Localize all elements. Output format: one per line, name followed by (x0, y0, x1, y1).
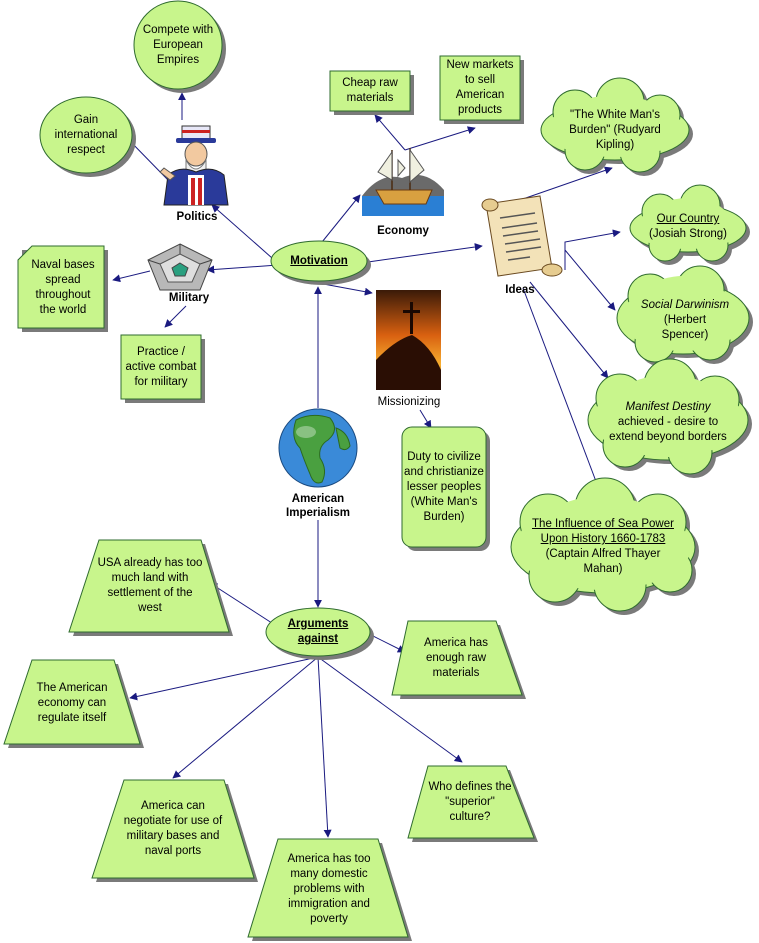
node-economy-regulate[interactable]: The American economy can regulate itself (36, 681, 108, 724)
node-new-markets-shape (439, 55, 524, 124)
label-politics: Politics (176, 211, 218, 223)
hub-motivation[interactable]: Motivation (290, 254, 348, 267)
hub-arguments[interactable]: Arguments against (287, 618, 349, 645)
node-gain-shape (39, 96, 136, 177)
node-naval-bases-shape (17, 245, 108, 332)
node-gain[interactable]: Gain international respect (54, 113, 118, 156)
node-manifest-destiny-shape (587, 358, 752, 478)
node-economy-regulate-shape (3, 659, 144, 748)
uncle-sam-icon (159, 125, 229, 206)
manifest-destiny-desc: achieved - desire to extend beyond borde… (609, 415, 727, 443)
our-country-author: (Josiah Strong) (649, 228, 727, 240)
sailing-ship-icon (362, 148, 444, 216)
node-negotiate-shape (91, 779, 258, 882)
node-manifest-destiny[interactable]: Manifest Destiny achieved - desire to ex… (600, 396, 736, 448)
node-superior-shape (407, 765, 538, 842)
connectors (112, 92, 621, 838)
node-compete[interactable]: Compete with European Empires (142, 23, 214, 66)
node-too-much-land-shape (68, 539, 233, 636)
our-country-title: Our Country (656, 213, 720, 225)
sea-power-title: The Influence of Sea Power Upon History … (532, 518, 674, 545)
node-sea-power[interactable]: The Influence of Sea Power Upon History … (520, 512, 686, 582)
node-cheap-raw-shape (329, 70, 414, 115)
label-american-imperialism: American Imperialism (286, 493, 350, 519)
hub-arguments-shape (265, 607, 374, 660)
social-darwinism-title: Social Darwinism (640, 298, 730, 311)
node-our-country-shape (629, 184, 750, 265)
node-superior[interactable]: Who defines the "superior" culture? (428, 780, 512, 823)
manifest-destiny-title: Manifest Destiny (625, 400, 711, 413)
node-our-country[interactable]: Our Country (Josiah Strong) (640, 208, 736, 246)
cross-sunset-icon (376, 290, 441, 390)
label-missionizing: Missionizing (377, 396, 441, 408)
node-duty-shape (401, 426, 490, 551)
label-ideas: Ideas (505, 284, 535, 296)
node-domestic-shape (247, 838, 412, 941)
node-social-darwinism-shape (616, 265, 753, 366)
hub-motivation-shape (270, 240, 371, 285)
node-sea-power-shape (510, 477, 699, 615)
node-social-darwinism[interactable]: Social Darwinism (Herbert Spencer) (630, 294, 740, 346)
node-domestic[interactable]: America has too many domestic problems w… (287, 852, 371, 925)
node-enough-raw-shape (391, 620, 526, 699)
scroll-icon (481, 195, 563, 277)
node-compete-shape (133, 0, 226, 93)
sea-power-author: (Captain Alfred Thayer Mahan) (545, 548, 661, 575)
label-military: Military (168, 292, 210, 304)
node-new-markets[interactable]: New markets to sell American products (446, 59, 514, 116)
social-darwinism-author: (Herbert Spencer) (661, 313, 709, 341)
globe-icon (278, 408, 358, 488)
node-cheap-raw[interactable]: Cheap raw materials (342, 77, 398, 104)
node-practice-shape (120, 334, 205, 403)
node-white-mans-burden[interactable]: "The White Man's Burden" (Rudyard Kiplin… (569, 108, 661, 151)
pentagon-icon (147, 243, 213, 291)
node-negotiate[interactable]: America can negotiate for use of militar… (123, 800, 223, 857)
node-practice[interactable]: Practice / active combat for military (125, 345, 197, 388)
node-enough-raw[interactable]: America has enough raw materials (424, 636, 488, 679)
node-white-mans-burden-shape (540, 77, 693, 176)
node-too-much-land[interactable]: USA already has too much land with settl… (97, 557, 203, 614)
label-economy: Economy (377, 225, 429, 237)
node-duty[interactable]: Duty to civilize and christianize lesser… (404, 450, 484, 523)
node-naval-bases[interactable]: Naval bases spread throughout the world (31, 259, 95, 316)
